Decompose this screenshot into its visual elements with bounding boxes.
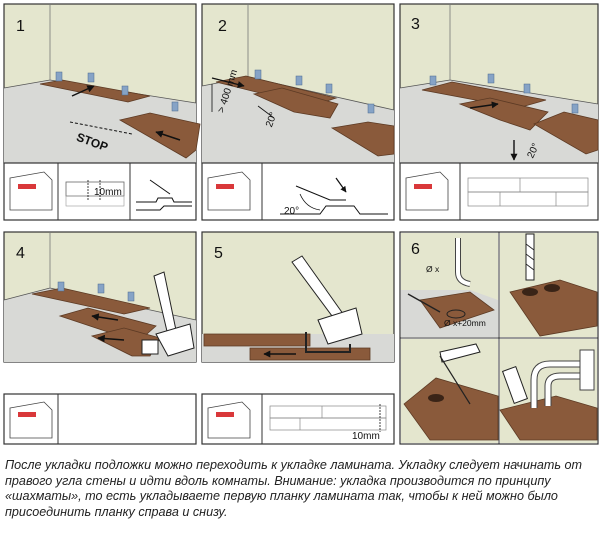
detail-inset [3, 393, 197, 445]
angle-joint-detail [280, 177, 388, 215]
installation-diagram: STOP 1 10mm [3, 3, 599, 445]
spacer-wedge [523, 83, 531, 94]
angle-label: 20° [284, 206, 299, 217]
step-number: 2 [218, 18, 227, 35]
instruction-caption: После укладки подложки можно переходить … [5, 458, 582, 519]
step-number: 3 [411, 16, 420, 33]
direction-arrow [211, 77, 245, 88]
hammer-icon [291, 255, 363, 345]
spacer-wedge [295, 75, 303, 86]
spacer-wedge [87, 72, 95, 83]
spacer-wedge [429, 75, 437, 86]
hammer-icon [141, 271, 195, 357]
step-number: 5 [214, 245, 223, 262]
spacer-wedge [97, 283, 105, 294]
room-plan-icon [9, 401, 53, 439]
direction-arrow [91, 313, 119, 321]
panel-5: 5 10mm [201, 231, 395, 445]
direction-arrow [469, 101, 499, 109]
step-number: 6 [411, 241, 420, 258]
room-plan-icon [405, 171, 449, 211]
click-joint-detail [136, 179, 192, 211]
direction-arrow [97, 334, 125, 343]
dimension-label: 10mm [94, 187, 122, 198]
step-number: 1 [16, 18, 25, 35]
room-plan-icon [9, 171, 53, 211]
spacer-wedge [55, 71, 63, 82]
plank-layout-detail [269, 404, 387, 432]
pull-bar-icon [305, 332, 351, 353]
laminate-plank [203, 333, 311, 347]
spacer-wedge [121, 85, 129, 96]
panel-1: STOP 1 10mm [3, 3, 201, 221]
dimension-label: 10mm [352, 431, 380, 442]
drilled-hole [544, 284, 560, 292]
spacer-wedge [127, 291, 135, 302]
direction-arrow [71, 85, 95, 97]
room-plan-icon [207, 171, 251, 211]
panel-2: > 400 mm 20° 2 20° [201, 3, 395, 221]
direction-arrow [155, 130, 181, 141]
spacer-wedge [254, 69, 262, 80]
room-plan-icon [207, 401, 251, 439]
diameter-label: Ø x+20mm [444, 318, 486, 328]
saw-icon [439, 343, 481, 405]
plank-layout-detail [467, 177, 589, 207]
diameter-label: Ø x [426, 264, 440, 274]
laminate-plank [31, 287, 151, 315]
spacer-wedge [487, 73, 495, 84]
panel-6: Ø x Ø x+20mm 6 [399, 231, 599, 445]
spacer-wedge [57, 281, 65, 292]
detail-inset [201, 393, 395, 445]
stop-line [69, 121, 133, 135]
step-number: 4 [16, 245, 25, 262]
detail-inset [3, 162, 197, 221]
glue-tube-icon [501, 365, 529, 405]
laminate-plank [330, 121, 395, 157]
laminate-plank [403, 377, 499, 441]
spacer-wedge [171, 101, 179, 112]
panel-3: 20° 3 [399, 3, 599, 221]
laminate-plank [252, 87, 339, 119]
detail-inset [399, 162, 599, 221]
panel-4: 4 [3, 231, 197, 445]
detail-inset [201, 162, 395, 221]
drilled-hole [522, 288, 538, 296]
pencil-icon [407, 293, 441, 313]
laminate-plank [533, 111, 599, 155]
spacer-wedge [325, 83, 333, 94]
drill-bit-icon [525, 233, 535, 281]
angle-label: 20° [264, 111, 280, 129]
laminate-plank [39, 79, 151, 103]
drilled-hole [428, 394, 444, 402]
spacer-wedge [571, 103, 579, 114]
spacer-wedge [367, 103, 375, 114]
